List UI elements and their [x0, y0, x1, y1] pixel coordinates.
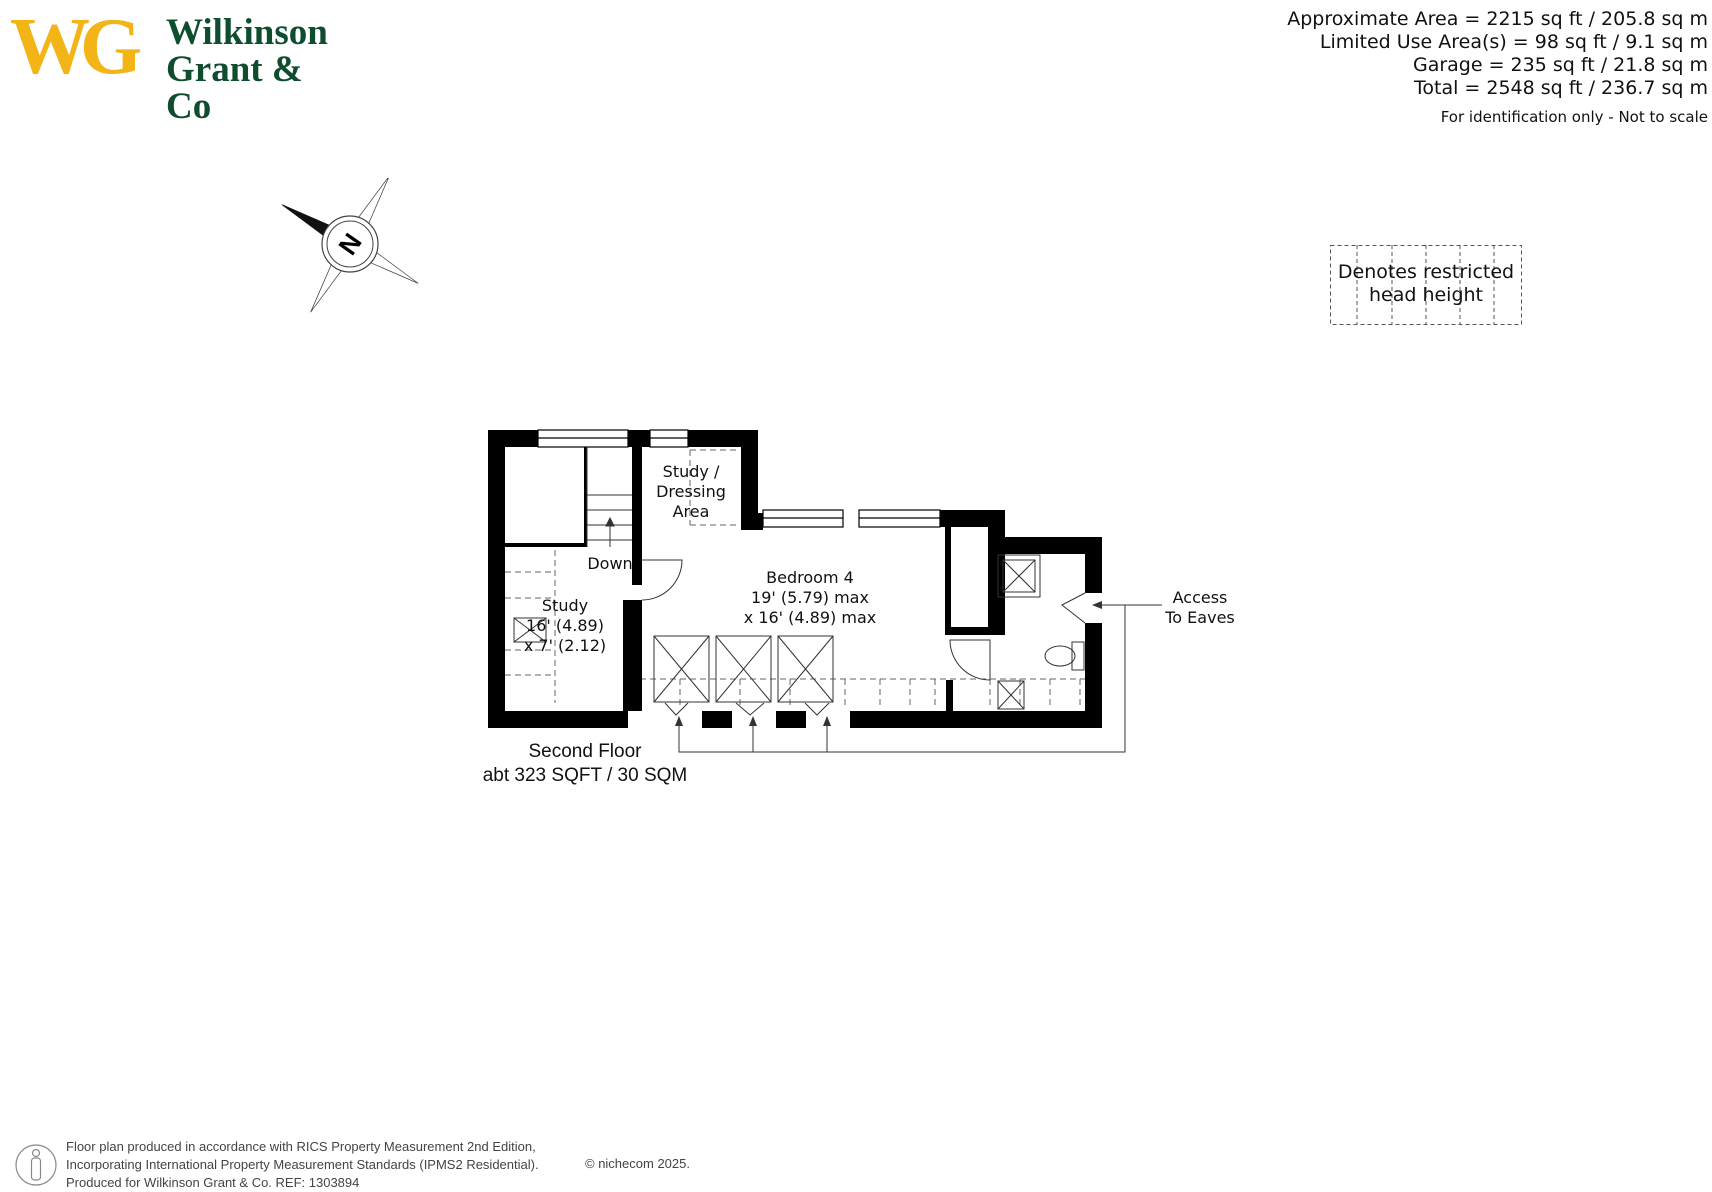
bedroom-4-dim-1: 19' (5.79) max [751, 588, 869, 607]
bedroom-4-name: Bedroom 4 [766, 568, 854, 587]
room-study: Study 16' (4.89) x 7' (2.12) [510, 596, 620, 656]
study-dim-1: 16' (4.89) [526, 616, 604, 635]
floor-label: Second Floor abt 323 SQFT / 30 SQM [480, 740, 690, 788]
footer-line-1: Floor plan produced in accordance with R… [66, 1139, 536, 1154]
stairs-label: Down [587, 554, 633, 573]
eaves-arrows [675, 601, 1102, 726]
scale-note: For identification only - Not to scale [1440, 108, 1708, 126]
walls [488, 430, 1102, 728]
logo-monogram: WG [10, 3, 142, 91]
doors [641, 559, 1086, 681]
legend-hatch [1330, 245, 1522, 325]
person-scale-icon [15, 1144, 57, 1186]
roof-windows [513, 617, 834, 703]
windows [537, 429, 941, 528]
limited-use-area: Limited Use Area(s) = 98 sq ft / 9.1 sq … [1319, 31, 1708, 53]
logo-line-2: Grant & Co [166, 49, 303, 127]
area-summary: Approximate Area = 2215 sq ft / 205.8 sq… [1287, 8, 1708, 129]
footer-line-3: Produced for Wilkinson Grant & Co. REF: … [66, 1175, 360, 1190]
eaves-hatches [664, 702, 830, 716]
logo-name: Wilkinson Grant & Co [166, 14, 350, 125]
eaves-line-2: To Eaves [1165, 608, 1235, 627]
bedroom-4-dim-2: x 16' (4.89) max [743, 608, 877, 627]
compass-north-icon: N [281, 178, 419, 313]
footer-notes: Floor plan produced in accordance with R… [66, 1138, 539, 1192]
study-dim-2: x 7' (2.12) [523, 636, 607, 655]
study-dressing-line-3: Area [672, 502, 710, 521]
study-name: Study [541, 596, 589, 615]
bathroom-fixtures [997, 554, 1085, 710]
footer-line-2: Incorporating International Property Mea… [66, 1157, 539, 1172]
legend-line-1: Denotes restricted [1337, 261, 1515, 283]
footer-brand: © nichecom 2025. [585, 1156, 690, 1171]
eaves-line-1: Access [1172, 588, 1228, 607]
floor-area: abt 323 SQFT / 30 SQM [482, 765, 688, 786]
study-dressing-line-2: Dressing [656, 482, 726, 501]
room-study-dressing: Study / Dressing Area [648, 462, 734, 522]
restricted-height-legend: Denotes restricted head height [1330, 245, 1522, 325]
floor-name: Second Floor [528, 741, 642, 762]
staircase [586, 447, 632, 547]
legend-line-2: head height [1368, 284, 1484, 306]
total-area: Total = 2548 sq ft / 236.7 sq m [1414, 77, 1708, 99]
garage-area: Garage = 235 sq ft / 21.8 sq m [1412, 54, 1708, 76]
eaves-access-label: Access To Eaves [1150, 588, 1250, 628]
approximate-area: Approximate Area = 2215 sq ft / 205.8 sq… [1287, 8, 1708, 30]
room-bedroom-4: Bedroom 4 19' (5.79) max x 16' (4.89) ma… [720, 568, 900, 628]
study-dressing-line-1: Study / [662, 462, 720, 481]
restricted-hatching [505, 449, 1085, 705]
brand-logo: WG Wilkinson Grant & Co [10, 3, 350, 125]
logo-line-1: Wilkinson [166, 12, 328, 53]
